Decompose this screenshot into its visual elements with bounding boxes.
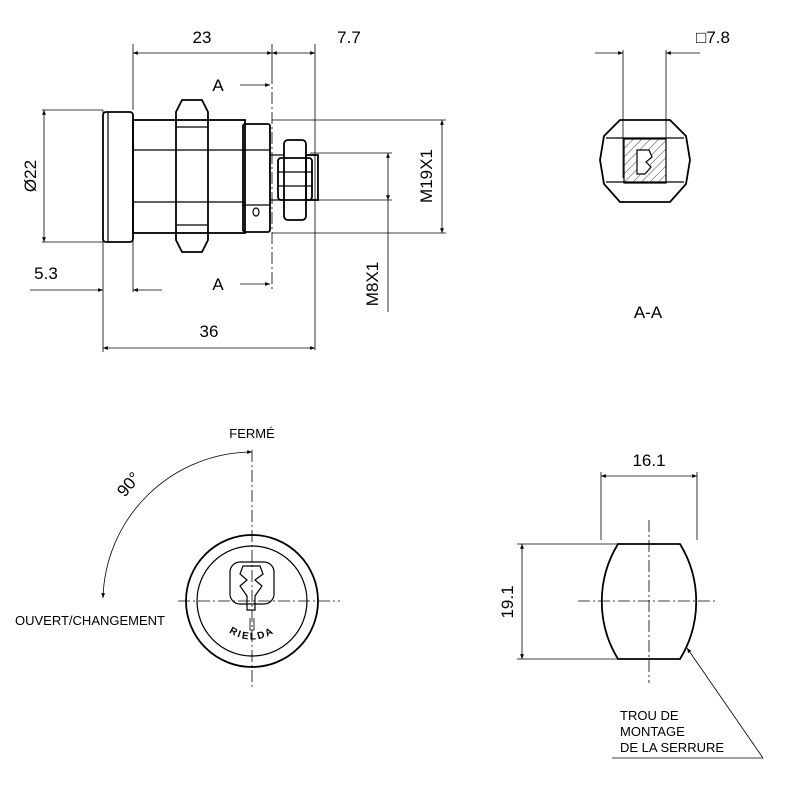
closed-label: FERMÉ [229, 426, 275, 441]
mounting-hole-outline [600, 543, 698, 660]
pin-hole [252, 207, 260, 217]
dim-text-diameter: Ø22 [21, 160, 40, 192]
brand-text: RIELDA [227, 625, 276, 642]
key-profile [636, 149, 653, 175]
stud [305, 154, 319, 201]
dim-text-23: 23 [193, 28, 212, 47]
open-label: OUVERT/CHANGEMENT [15, 613, 165, 628]
note-line-2: MONTAGE [620, 724, 685, 739]
dim-text-7-7: 7.7 [337, 28, 361, 47]
dim-text-m19: M19X1 [417, 149, 436, 203]
section-mark-top: A [212, 76, 224, 95]
flange-outer-circle [185, 534, 319, 668]
side-view: 23 7.7 Ø22 5.3 36 M19X1 M8X1 A A [21, 28, 446, 352]
dim-text-19-1: 19.1 [498, 585, 517, 618]
note-leader [686, 647, 764, 759]
cam-nut [277, 157, 313, 201]
dim-text-7-8: □7.8 [696, 28, 730, 47]
cutout-view: 16.1 19.1 TROU DE MONTAGE DE LA SERRURE [498, 451, 764, 759]
section-mark-bottom: A [212, 275, 224, 294]
brand-textpath: RIELDA [227, 625, 274, 642]
section-view: □7.8 A-A [595, 28, 730, 322]
angle-label: 90° [113, 469, 144, 501]
section-title: A-A [634, 303, 663, 322]
note-line-3: DE LA SERRURE [620, 740, 724, 755]
keyway-tail [249, 618, 255, 631]
note-line-1: TROU DE [620, 708, 679, 723]
dim-text-5-3: 5.3 [34, 264, 58, 283]
cam [283, 139, 307, 221]
dim-text-36: 36 [200, 322, 219, 341]
body-profile [599, 119, 691, 203]
dim-text-16-1: 16.1 [632, 451, 665, 470]
rotation-arc [101, 450, 253, 599]
flange-inner-circle [196, 545, 308, 657]
lock-body [132, 119, 246, 234]
hex-nut [175, 99, 209, 253]
front-view: 90° FERMÉ OUVERT/CHANGEMENT RIELDA [15, 426, 340, 690]
body-end [242, 123, 271, 233]
dim-text-m8: M8X1 [363, 262, 382, 306]
